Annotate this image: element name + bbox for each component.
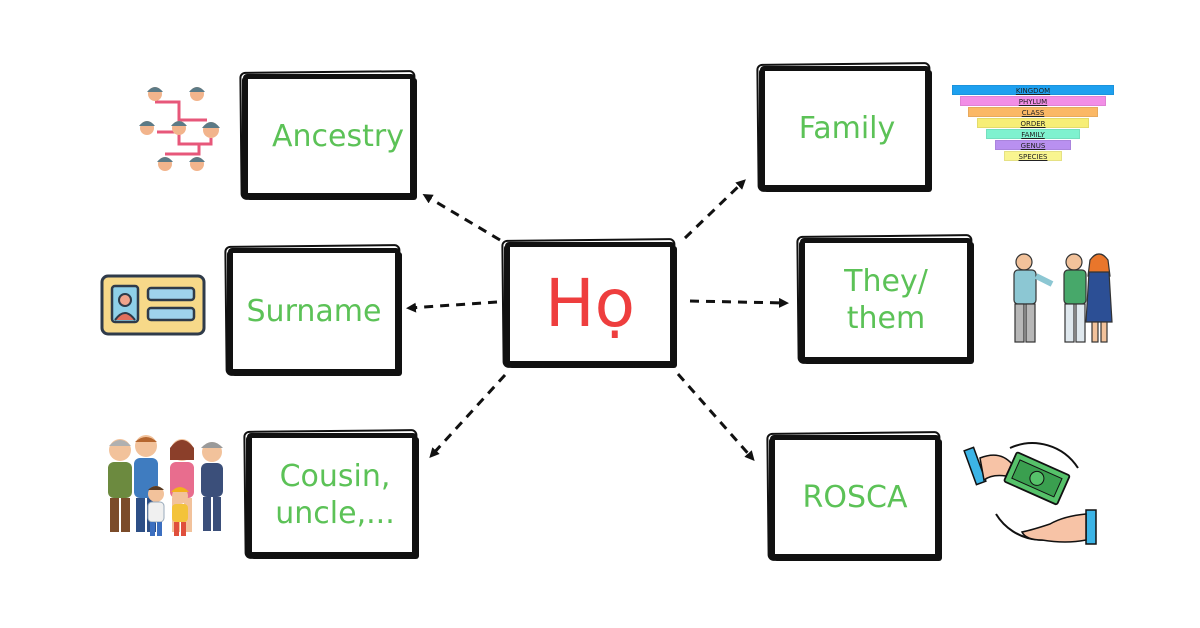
- node-label: They/ them: [844, 264, 928, 336]
- node-label: Ancestry: [272, 118, 404, 154]
- tax-row-species: SPECIES: [1004, 151, 1062, 161]
- node-label: Surname: [246, 293, 382, 329]
- tax-row-phylum: PHYLUM: [960, 96, 1106, 106]
- tax-label: PHYLUM: [1018, 98, 1048, 106]
- arrow-to-they: [689, 297, 789, 308]
- node-cousin: Cousin, uncle,...: [247, 433, 417, 557]
- node-ancestry: Ancestry: [243, 74, 415, 198]
- node-label: Family: [798, 110, 896, 146]
- tax-label: KINGDOM: [1015, 87, 1051, 95]
- tax-row-order: ORDER: [977, 118, 1089, 128]
- arrow-to-surname: [406, 300, 498, 313]
- tax-row-kingdom: KINGDOM: [952, 85, 1114, 95]
- center-label: Họ: [544, 265, 635, 342]
- node-label: ROSCA: [802, 479, 908, 515]
- node-they: They/ them: [800, 238, 972, 362]
- arrow-to-rosca: [676, 373, 755, 462]
- arrow-to-cousin: [429, 373, 507, 458]
- node-surname: Surname: [228, 248, 400, 374]
- arrow-to-ancestry: [422, 193, 501, 242]
- people-group-icon: [1013, 253, 1113, 343]
- tax-label: ORDER: [1020, 120, 1046, 128]
- center-node: Họ: [505, 242, 675, 366]
- tax-label: FAMILY: [1021, 131, 1045, 139]
- node-label: Cousin, uncle,...: [275, 459, 395, 531]
- tax-label: GENUS: [1020, 142, 1046, 150]
- taxonomy-pyramid-icon: KINGDOM PHYLUM CLASS ORDER FAMILY GENUS …: [952, 85, 1114, 167]
- tax-row-family: FAMILY: [986, 129, 1080, 139]
- id-card-icon: [100, 274, 206, 336]
- family-tree-icon: [139, 87, 220, 171]
- tax-row-class: CLASS: [968, 107, 1098, 117]
- node-rosca: ROSCA: [770, 435, 940, 559]
- tax-label: CLASS: [1021, 109, 1045, 117]
- tax-label: SPECIES: [1018, 153, 1048, 161]
- arrow-to-family: [683, 179, 746, 240]
- tax-row-genus: GENUS: [995, 140, 1071, 150]
- money-exchange-icon: [963, 442, 1097, 545]
- extended-family-icon: [108, 435, 223, 536]
- node-family: Family: [760, 66, 930, 190]
